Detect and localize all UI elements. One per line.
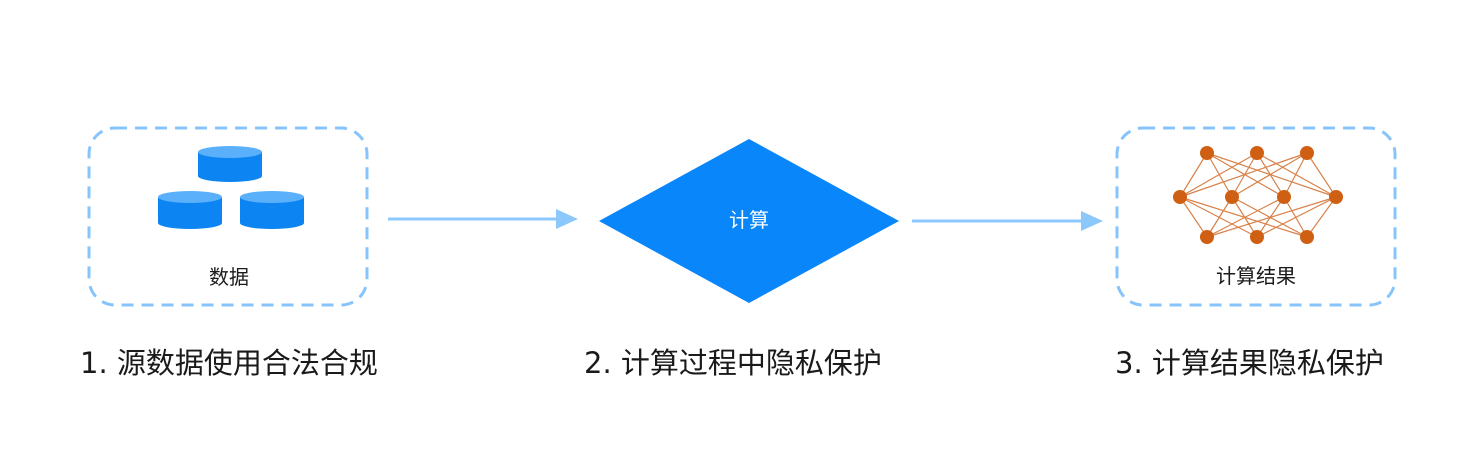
step-3-caption: 3. 计算结果隐私保护 xyxy=(1115,346,1384,380)
step-1-caption: 1. 源数据使用合法合规 xyxy=(80,346,378,380)
compute-diamond xyxy=(599,139,899,303)
network-node xyxy=(1225,190,1239,204)
network-edge xyxy=(1179,196,1208,238)
data-node: 数据 xyxy=(87,126,369,307)
network-node xyxy=(1250,146,1264,160)
result-node-dashed-border xyxy=(1115,126,1397,307)
network-edge xyxy=(1206,196,1285,238)
network-node xyxy=(1277,190,1291,204)
network-edge xyxy=(1179,196,1308,238)
network-node xyxy=(1329,190,1343,204)
network-edge xyxy=(1179,196,1258,238)
network-node xyxy=(1173,190,1187,204)
network-edge xyxy=(1231,152,1308,198)
network-edge xyxy=(1256,196,1337,238)
network-node xyxy=(1250,230,1264,244)
network-node xyxy=(1300,146,1314,160)
network-edge xyxy=(1306,152,1337,198)
network-edge xyxy=(1179,152,1258,198)
data-node-dashed-border xyxy=(87,126,369,307)
data-node-label: 数据 xyxy=(209,265,249,289)
network-edge xyxy=(1283,152,1308,198)
compute-node: 计算 xyxy=(599,139,899,303)
arrow-data-to-compute xyxy=(388,209,578,229)
network-edge xyxy=(1206,196,1337,238)
database-stack-icon xyxy=(158,146,304,229)
neural-network-icon xyxy=(1173,146,1343,244)
network-edge xyxy=(1256,152,1337,198)
network-edge xyxy=(1206,196,1233,238)
network-edge xyxy=(1306,196,1337,238)
arrow-compute-to-result xyxy=(912,211,1103,231)
network-node xyxy=(1200,230,1214,244)
compute-node-label: 计算 xyxy=(729,208,769,232)
step-2-caption: 2. 计算过程中隐私保护 xyxy=(584,346,882,380)
network-node xyxy=(1300,230,1314,244)
network-edge xyxy=(1206,152,1337,198)
result-node: 计算结果 xyxy=(1115,126,1397,307)
network-edge xyxy=(1179,152,1208,198)
result-node-label: 计算结果 xyxy=(1216,264,1296,288)
network-edge xyxy=(1179,152,1308,198)
network-node xyxy=(1200,146,1214,160)
network-edge xyxy=(1206,152,1285,198)
